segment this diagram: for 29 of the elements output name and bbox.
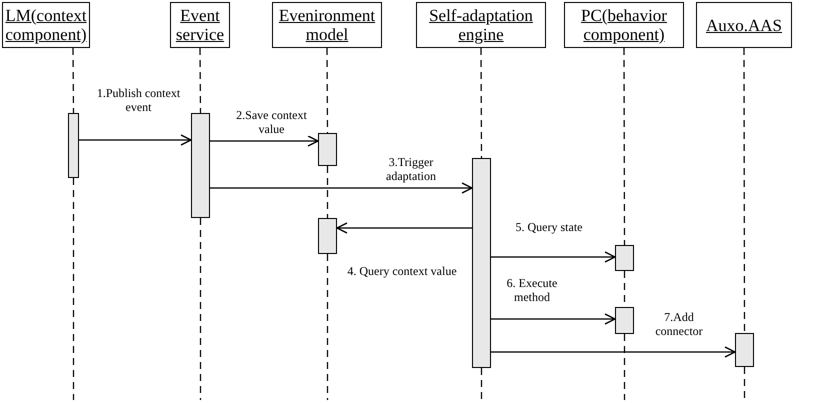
message-arrow [210,182,473,194]
activation-bar [318,133,337,166]
message-arrow [491,313,616,325]
message-arrow [491,346,736,358]
activation-bar [68,113,79,178]
lifeline [480,48,482,158]
lifeline [326,48,328,133]
message-arrow [79,134,192,146]
lifeline [743,48,746,333]
activation-bar [191,113,210,218]
lifeline [326,166,328,218]
lifeline-head-box: PC(behavior component) [564,2,684,48]
lifeline-head-box: Evenironment model [272,2,382,48]
message-arrow [336,222,472,234]
lifeline [199,48,202,113]
lifeline [72,48,74,113]
message-arrow [491,251,616,263]
activation-bar [735,333,754,367]
lifeline-head-box: Auxo.AAS [696,2,792,48]
message-arrow [210,135,319,147]
lifeline-head-box: Self-adaptation engine [416,2,546,48]
lifeline-head-box: Event service [170,2,230,48]
lifeline-head-box: LM(context component) [2,2,90,48]
edge-label: 1.Publish context event [95,86,182,114]
activation-bar [615,245,634,271]
activation-bar [318,218,337,254]
lifeline [623,48,626,245]
activation-bar [472,158,491,368]
activation-bar [615,307,634,334]
